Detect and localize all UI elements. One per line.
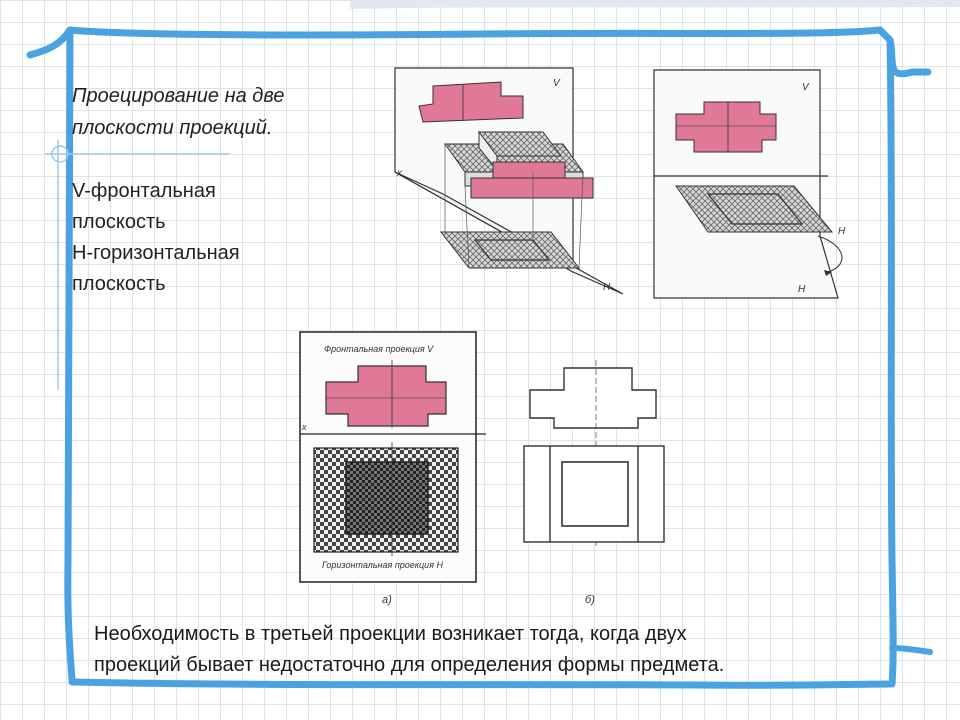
- title-line-2: плоскости проекций.: [72, 117, 273, 139]
- isometric-projection-figure: V x H: [394, 67, 624, 295]
- plane-h-line-1: Н-горизонтальная: [72, 242, 240, 264]
- caption-a: а): [382, 594, 392, 606]
- conclusion-line-2: проекций бывает недостаточно для определ…: [94, 654, 725, 676]
- label-v-2: V: [802, 82, 810, 93]
- line-projections-figure: [523, 360, 665, 546]
- conclusion-text: Необходимость в третьей проекции возника…: [94, 619, 894, 681]
- plane-h-line-2: плоскость: [72, 273, 166, 295]
- label-x: x: [396, 168, 403, 179]
- caption-b: б): [585, 594, 595, 606]
- unfolded-planes-figure: V H H: [653, 69, 846, 299]
- conclusion-line-1: Необходимость в третьей проекции возника…: [94, 623, 687, 645]
- title-line-1: Проецирование на две: [72, 85, 285, 107]
- front-projection-label: Фронтальная проекция V: [324, 344, 434, 354]
- slide-title: Проецирование на две плоскости проекций.: [72, 80, 372, 144]
- horizontal-projection-label: Горизонтальная проекция Н: [322, 560, 443, 570]
- plane-v-line-2: плоскость: [72, 211, 166, 233]
- label-x-3: x: [301, 422, 307, 432]
- colored-projections-figure: Фронтальная проекция V x Горизонтальная …: [299, 331, 486, 583]
- label-v: V: [553, 78, 561, 89]
- plane-definitions: V-фронтальная плоскость Н-горизонтальная…: [72, 176, 332, 300]
- plane-v-line-1: V-фронтальная: [72, 180, 216, 202]
- label-h-2: H: [838, 226, 846, 237]
- label-h-3: H: [798, 284, 806, 295]
- label-h: H: [603, 282, 611, 293]
